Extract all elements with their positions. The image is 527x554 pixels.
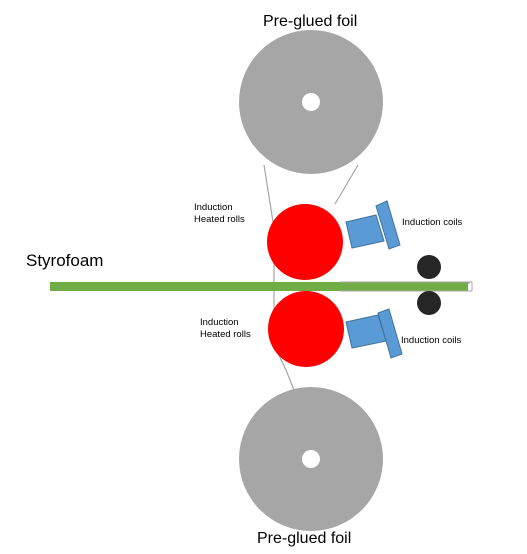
styrofoam-sheet xyxy=(50,282,468,291)
bottom-foil-label: Pre-glued foil xyxy=(257,530,352,547)
lower-heated-roll xyxy=(268,291,344,367)
upper-heated-rolls-line1: Induction xyxy=(194,202,233,213)
upper-induction-coil xyxy=(345,200,401,250)
upper-heated-roll xyxy=(267,204,343,280)
upper-heated-rolls-line2: Heated rolls xyxy=(194,213,245,225)
lower-induction-coils-label: Induction coils xyxy=(401,335,462,346)
lower-induction-coil xyxy=(345,308,403,359)
lower-heated-rolls-label: Induction Heated rolls xyxy=(200,317,251,341)
upper-heated-rolls-label: Induction Heated rolls xyxy=(194,202,245,226)
top-foil-label: Pre-glued foil xyxy=(263,13,358,30)
lower-heated-rolls-line1: Induction xyxy=(200,317,239,328)
upper-guide-roller xyxy=(417,255,441,279)
styrofoam-label: Styrofoam xyxy=(26,251,104,270)
top-foil-roll xyxy=(239,30,383,174)
lower-heated-rolls-line2: Heated rolls xyxy=(200,328,251,340)
upper-induction-coils-label: Induction coils xyxy=(402,217,463,228)
bottom-foil-roll xyxy=(239,387,383,531)
lower-guide-roller xyxy=(417,291,441,315)
